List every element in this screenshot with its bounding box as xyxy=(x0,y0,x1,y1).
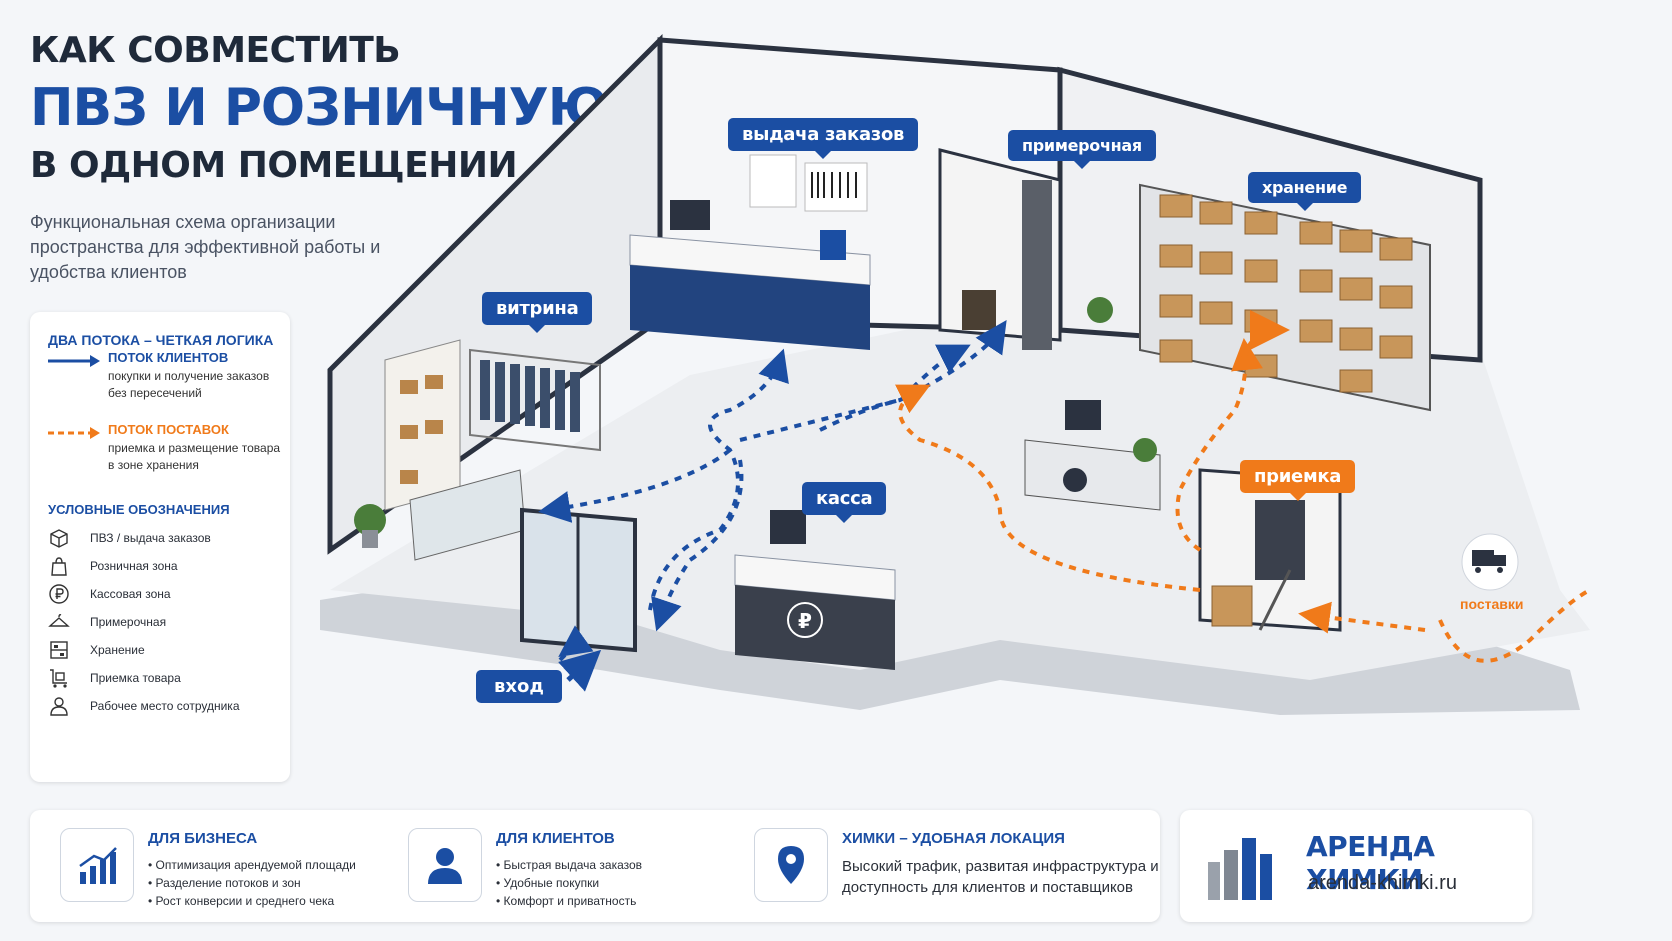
legend-panel: ДВА ПОТОКА – ЧЕТКАЯ ЛОГИКА ПОТОК КЛИЕНТО… xyxy=(30,312,290,782)
shopping-bag-icon xyxy=(51,557,67,576)
list-item: Удобные покупки xyxy=(496,874,642,892)
label-entrance: вход xyxy=(476,670,562,703)
label-receiving: приемка xyxy=(1240,460,1356,501)
clients-title: ДЛЯ КЛИЕНТОВ xyxy=(496,830,615,847)
symbol-label: ПВЗ / выдача заказов xyxy=(90,531,211,545)
brand-url[interactable]: arenda-khimki.ru xyxy=(1308,872,1457,894)
fitting-stool xyxy=(962,290,996,330)
storage-arrow xyxy=(1237,310,1290,371)
plant-left xyxy=(354,504,386,536)
symbol-row-pickup: ПВЗ / выдача заказов xyxy=(48,524,211,552)
symbol-row-receiving: Приемка товара xyxy=(48,664,181,692)
list-item: Рост конверсии и среднего чека xyxy=(148,892,356,910)
buildings-logo-icon xyxy=(1208,838,1272,900)
label-fitting: примерочная xyxy=(1008,130,1156,169)
cart-icon xyxy=(50,669,67,688)
staff-desk xyxy=(1024,439,1161,511)
benefits-panel: ДЛЯ БИЗНЕСА Оптимизация арендуемой площа… xyxy=(30,810,1160,922)
floor-plan-illustration: ₽ xyxy=(320,33,1591,715)
truck-icon xyxy=(1472,550,1506,573)
location-title: ХИМКИ – УДОБНАЯ ЛОКАЦИЯ xyxy=(842,830,1065,847)
label-supplies: поставки xyxy=(1460,596,1524,612)
symbol-row-retail: Розничная зона xyxy=(48,552,178,580)
location-card-icon-box xyxy=(754,828,828,902)
brand-name: АРЕНДА ХИМКИ xyxy=(1306,830,1435,896)
business-title: ДЛЯ БИЗНЕСА xyxy=(148,830,258,847)
ruble-sign xyxy=(787,602,823,638)
brand-panel: АРЕНДА ХИМКИ arenda-khimki.ru xyxy=(1180,810,1532,922)
symbol-row-staff: Рабочее место сотрудника xyxy=(48,692,240,720)
list-item: Оптимизация арендуемой площади xyxy=(148,856,356,874)
hand-truck xyxy=(1258,569,1292,631)
symbol-row-cashier: Кассовая зона xyxy=(48,580,171,608)
symbol-label: Кассовая зона xyxy=(90,587,171,601)
cashier-counter-front xyxy=(735,585,895,670)
label-storage: хранение xyxy=(1248,172,1362,211)
label-cashier: касса xyxy=(802,482,887,523)
symbols-title: УСЛОВНЫЕ ОБОЗНАЧЕНИЯ xyxy=(48,502,230,517)
receiving-door xyxy=(1255,500,1305,580)
list-item: Разделение потоков и зон xyxy=(148,874,356,892)
showcase-shelf xyxy=(384,339,461,511)
qr-code-sign xyxy=(749,154,797,208)
shelf-icon xyxy=(50,641,68,659)
delivery-boxes xyxy=(1211,585,1253,627)
office-chair xyxy=(1063,468,1087,492)
chart-icon xyxy=(79,847,117,884)
symbol-label: Примерочная xyxy=(90,615,167,629)
supply-flow-path xyxy=(894,338,1591,663)
supply-flow-arrow-icon xyxy=(48,427,100,439)
label-pickup: выдача заказов xyxy=(728,118,919,159)
flows-title: ДВА ПОТОКА – ЧЕТКАЯ ЛОГИКА xyxy=(48,332,274,348)
symbol-row-fitting: Примерочная xyxy=(48,608,166,636)
barcode-sign xyxy=(804,162,868,212)
symbol-row-storage: Хранение xyxy=(48,636,145,664)
supply-flow-name: ПОТОК ПОСТАВОК xyxy=(108,422,229,437)
client-flow-name: ПОТОК КЛИЕНТОВ xyxy=(108,350,229,365)
clients-list: Быстрая выдача заказов Удобные покупки К… xyxy=(496,856,643,910)
user-icon xyxy=(428,848,462,884)
symbol-label: Розничная зона xyxy=(90,559,178,573)
subtitle: Функциональная схема организации простра… xyxy=(30,212,381,282)
pickup-counter-front xyxy=(630,265,870,350)
title-line-1: КАК СОВМЕСТИТЬ xyxy=(30,30,401,71)
ruble-icon xyxy=(49,584,69,604)
title-line-3: В ОДНОМ ПОМЕЩЕНИИ xyxy=(30,145,518,186)
label-showcase: витрина xyxy=(482,292,593,333)
client-flow-arrow-icon xyxy=(48,355,100,367)
business-card-icon-box xyxy=(60,828,134,902)
business-list: Оптимизация арендуемой площади Разделени… xyxy=(148,856,356,910)
supply-flow-desc: приемка и размещение товара в зоне хране… xyxy=(108,441,281,472)
hanger-icon xyxy=(48,614,70,627)
shopping-bag xyxy=(820,230,846,260)
fitting-curtain xyxy=(1022,180,1052,350)
svg-text:₽: ₽ xyxy=(798,609,812,633)
location-pin-icon xyxy=(778,846,804,884)
clothes-rack xyxy=(469,348,601,452)
list-item: Комфорт и приватность xyxy=(496,892,642,910)
symbol-label: Рабочее место сотрудника xyxy=(90,699,240,713)
client-flow-desc: покупки и получение заказов без пересече… xyxy=(108,369,270,400)
list-item: Быстрая выдача заказов xyxy=(496,856,643,874)
pickup-monitor xyxy=(670,200,710,230)
clients-card-icon-box xyxy=(408,828,482,902)
symbol-label: Приемка товара xyxy=(90,671,181,685)
entrance-arrow xyxy=(558,649,602,692)
staff-monitor xyxy=(1065,400,1101,430)
symbol-label: Хранение xyxy=(90,643,145,657)
cashier-monitor xyxy=(770,510,806,544)
person-icon xyxy=(50,697,68,716)
location-text: Высокий трафик, развитая инфраструктура … xyxy=(842,858,1159,896)
box-icon xyxy=(50,529,68,548)
